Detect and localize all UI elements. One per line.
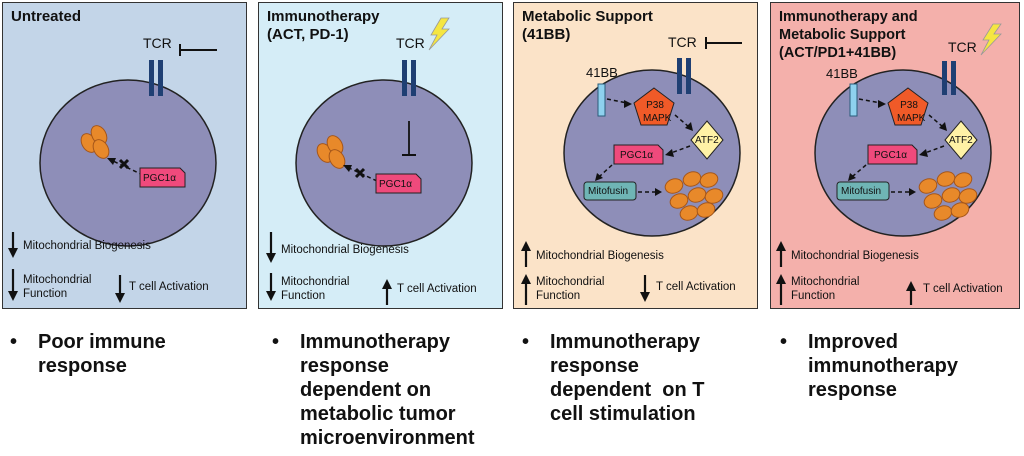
down-arrow-icon [115, 275, 125, 303]
cell-diagram [8, 44, 217, 303]
effect-activation: T cell Activation [129, 281, 209, 293]
mitofusin-box [583, 181, 637, 201]
p38-mapk-label: P38 MAPK [643, 100, 672, 124]
mitochondria-cluster [80, 125, 110, 159]
costim-41bb-label: 41BB [586, 65, 618, 80]
pgc1a-box [867, 144, 918, 165]
pgc1a-label: PGC1α [620, 150, 654, 161]
effect-function-line1: Mitochondrial [281, 276, 350, 288]
block-x-icon [354, 167, 366, 179]
mitofusin-box [836, 181, 890, 201]
up-arrow-icon [521, 241, 531, 267]
up-arrow-icon [776, 274, 786, 305]
cell-diagram [521, 37, 742, 305]
atf2-node [944, 120, 978, 160]
pgc1a-label: PGC1α [143, 173, 177, 184]
tcr-receptor [942, 61, 947, 95]
up-arrow-icon [776, 241, 786, 267]
arrow-head [107, 158, 116, 165]
up-arrow-icon [906, 281, 916, 305]
costim-41bb-label: 41BB [826, 66, 858, 81]
up-arrow-icon [521, 274, 531, 305]
pgc1a-label: PGC1α [379, 179, 413, 190]
down-arrow-icon [8, 269, 18, 301]
mitochondria-cluster [918, 171, 978, 221]
effect-biogenesis: Mitochondrial Biogenesis [281, 244, 409, 256]
effect-activation: T cell Activation [923, 283, 1003, 295]
tcr-receptor [951, 61, 956, 95]
effect-function-line2: Function [536, 290, 581, 302]
tcr-receptor [402, 60, 407, 96]
t-cell [39, 79, 217, 247]
panel-title: Metabolic Support (41BB) [522, 8, 653, 43]
tcr-label: TCR [143, 35, 172, 51]
down-arrow-icon [266, 232, 276, 263]
p38-mapk-node [633, 87, 675, 126]
panel-metabolic-support: Metabolic Support (41BB) TCR 41BB [513, 2, 758, 309]
down-arrow-icon [266, 273, 276, 301]
up-arrow-icon [382, 279, 392, 305]
stimulation-bolt-icon [980, 23, 1002, 56]
effect-function-line1: Mitochondrial [23, 274, 92, 286]
panel-title: Untreated [11, 8, 82, 25]
tcr-label: TCR [668, 34, 697, 50]
arrow-head [343, 165, 352, 172]
cell-diagram [266, 17, 473, 305]
tcr-receptor [149, 60, 154, 96]
stimulation-bolt-icon [428, 17, 450, 51]
mitochondria-cluster [664, 171, 724, 221]
cell-diagram [776, 23, 1002, 305]
effect-biogenesis: Mitochondrial Biogenesis [23, 240, 151, 252]
mitofusin-label: Mitofusin [841, 186, 882, 197]
block-x-icon [118, 158, 130, 170]
panel-title: Immunotherapy (ACT, PD-1) [267, 8, 380, 43]
effect-function-line2: Function [791, 290, 836, 302]
effect-biogenesis: Mitochondrial Biogenesis [536, 250, 664, 262]
effect-function-line2: Function [281, 290, 326, 302]
pgc1a-box [139, 167, 186, 188]
effect-function-line2: Function [23, 288, 68, 300]
pgc1a-label: PGC1α [874, 150, 908, 161]
costim-41bb-receptor [597, 83, 606, 117]
pgc1a-box [375, 173, 422, 194]
atf2-label: ATF2 [949, 135, 973, 146]
tcr-label: TCR [396, 35, 425, 51]
mitofusin-label: Mitofusin [588, 186, 629, 197]
p38-mapk-label: P38 MAPK [897, 100, 926, 124]
mitochondria-cluster [316, 135, 346, 169]
atf2-node [690, 120, 724, 160]
down-arrow-icon [8, 232, 18, 258]
panel-immunotherapy: Immunotherapy (ACT, PD-1) TCR PGC1α M [258, 2, 503, 309]
t-cell [295, 79, 473, 247]
down-arrow-icon [640, 275, 650, 302]
effect-biogenesis: Mitochondrial Biogenesis [791, 250, 919, 262]
panel-untreated: Untreated TCR PGC1α Mitochondrial Biogen… [2, 2, 247, 309]
tcr-receptor [158, 60, 163, 96]
pgc1a-box [613, 144, 664, 165]
tcr-receptor [411, 60, 416, 96]
panel-combined-therapy: Immunotherapy and Metabolic Support (ACT… [770, 2, 1020, 309]
panel-title: Immunotherapy and Metabolic Support (ACT… [779, 9, 918, 61]
atf2-label: ATF2 [695, 135, 719, 146]
tcr-label: TCR [948, 39, 977, 55]
effect-function-line1: Mitochondrial [536, 276, 605, 288]
effect-function-line1: Mitochondrial [791, 276, 860, 288]
p38-mapk-node [887, 87, 929, 126]
effect-activation: T cell Activation [397, 283, 477, 295]
tcr-receptor [677, 58, 682, 94]
effect-activation: T cell Activation [656, 281, 736, 293]
tcr-receptor [686, 58, 691, 94]
costim-41bb-receptor [849, 83, 858, 117]
